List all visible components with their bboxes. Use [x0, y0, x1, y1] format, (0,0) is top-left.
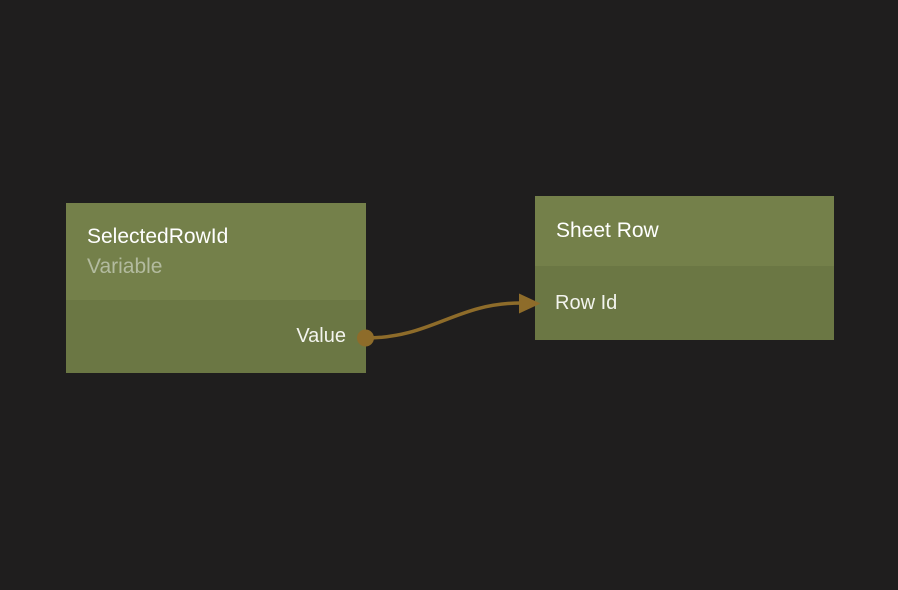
input-port-label: Row Id: [555, 291, 618, 314]
node-sheet-row[interactable]: Sheet Row Row Id: [535, 196, 834, 340]
node-subtitle: Variable: [87, 255, 163, 278]
node-sheet-row-header[interactable]: Sheet Row: [535, 196, 834, 266]
node-title: SelectedRowId: [87, 225, 229, 248]
connection-wire[interactable]: [364, 301, 523, 340]
node-sheet-row-body: Row Id: [535, 266, 834, 340]
input-port-row-rowid[interactable]: Row Id: [535, 266, 834, 340]
node-selectedrowid-body: Value: [66, 300, 366, 373]
output-port-row-value[interactable]: Value: [66, 300, 366, 373]
output-port-dot-icon[interactable]: [357, 329, 374, 347]
node-selectedrowid[interactable]: SelectedRowId Variable Value: [66, 203, 366, 373]
node-title: Sheet Row: [556, 219, 659, 242]
node-selectedrowid-header[interactable]: SelectedRowId Variable: [66, 203, 366, 300]
output-port-label: Value: [296, 325, 346, 347]
